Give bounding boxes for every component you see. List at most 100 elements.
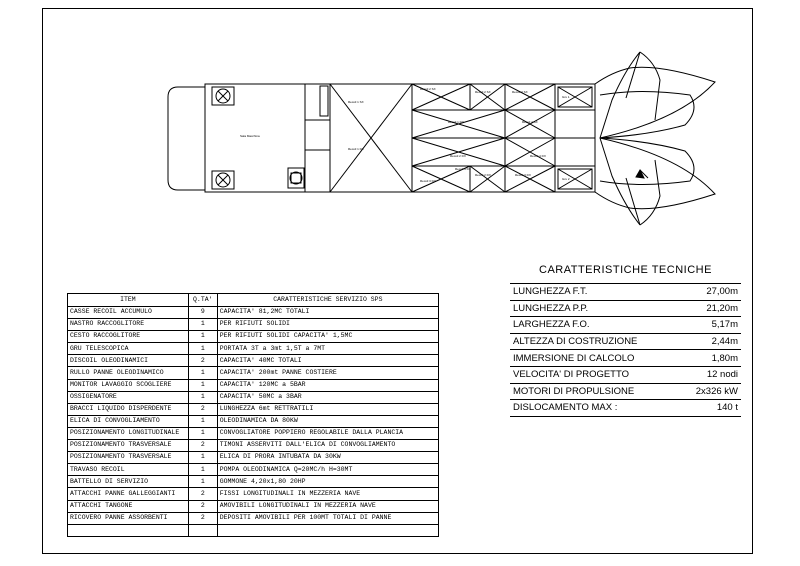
cell-item: ATTACCHI PANNE GALLEGGIANTI [67,487,189,501]
cell-quantity: 2 [187,439,218,453]
spec-value: 21,20m [662,300,741,318]
header-characteristics: CARATTERISTICHE SERVIZIO SPS [216,293,440,307]
svg-text:Recoil 4 DX: Recoil 4 DX [530,154,546,158]
cell-item: CESTO RACCOGLITORE [67,330,189,344]
cell-empty [216,523,440,537]
spec-label: VELOCITA' DI PROGETTO [510,366,662,384]
svg-text:Recoil 2 DX: Recoil 2 DX [450,154,466,158]
svg-text:Recoil 4 SX: Recoil 4 SX [522,120,538,124]
cell-item: MONITOR LAVAGGIO SCOGLIERE [67,378,189,392]
header-item: ITEM [67,293,189,307]
cell-characteristics: LUNGHEZZA 6mt RETTRATILI [216,402,440,416]
hatch-symbol [287,167,305,189]
svg-text:Gru 1: Gru 1 [562,95,570,99]
cell-quantity: 2 [187,511,218,525]
spec-label: LUNGHEZZA P.P. [510,300,662,318]
cell-characteristics: CAPACITA' 40MC TOTALI [216,354,440,368]
cell-empty [67,523,189,537]
spec-label: DISLOCAMENTO MAX : [510,399,662,417]
cell-quantity: 2 [187,402,218,416]
stair-block [304,83,331,193]
table-row-empty [67,523,440,537]
svg-text:Recoil 3 DX: Recoil 3 DX [515,173,531,177]
cell-item: NASTRO RACCOGLITORE [67,318,189,332]
cell-quantity: 1 [187,426,218,441]
spec-label: LUNGHEZZA F.T. [510,283,662,301]
cell-quantity: 2 [187,354,218,368]
spec-row: DISLOCAMENTO MAX :140 t [510,399,741,417]
cell-item: GRU TELESCOPICA [67,342,189,356]
spec-value: 140 t [662,399,741,417]
svg-text:Recoil 2 SX: Recoil 2 SX [475,90,491,94]
cell-item: BRACCI LIQUIDO DISPERDENTE [67,402,189,416]
spec-row: LUNGHEZZA P.P.21,20m [510,300,741,318]
svg-text:Gru 2: Gru 2 [562,177,570,181]
drawing-frame [42,8,753,554]
engine-room-label: Sala Macchina [240,134,260,138]
cell-item: ELICA DI CONVOGLIAMENTO [67,414,189,428]
cell-characteristics: CONVOGLIATORE POPPIERO REGOLABILE DALLA … [216,426,440,441]
cell-quantity: 1 [187,451,218,465]
svg-text:Recoil 3 DX: Recoil 3 DX [420,179,436,183]
stern-outline [167,86,205,191]
svg-text:Recoil 3 DX: Recoil 3 DX [455,167,471,171]
cell-characteristics: PORTATA 3T a 3mt 1,5T a 7MT [216,342,440,356]
svg-text:Recoil 1 SX: Recoil 1 SX [348,100,364,104]
cell-item: POSIZIONAMENTO TRASVERSALE [67,439,189,453]
cell-characteristics: CAPACITA' 50MC a 3BAR [216,390,440,404]
cell-quantity: 9 [187,305,218,320]
spec-value: 12 nodi [662,366,741,384]
bow-outline [594,66,716,210]
cell-item: OSSIGENATORE [67,390,189,404]
specs-title: CARATTERISTICHE TECNICHE [539,264,712,276]
equipment-table: ITEM Q.TA' CARATTERISTICHE SERVIZIO SPS … [67,293,440,537]
cell-quantity: 1 [187,475,218,489]
cell-characteristics: PER RIFIUTI SOLIDI [216,318,440,332]
cell-item: RICOVERO PANNE ASSORBENTI [67,511,189,525]
crossed-circle-symbol [211,170,235,190]
cell-quantity: 1 [187,330,218,344]
spec-label: LARGHEZZA F.O. [510,316,662,334]
cell-characteristics: ELICA DI PRORA INTUBATA DA 30KW [216,451,440,465]
cell-item: TRAVASO RECOIL [67,463,189,477]
svg-text:Recoil 3 SX: Recoil 3 SX [512,90,528,94]
cell-characteristics: CAPACITA' 81,2MC TOTALI [216,305,440,320]
cell-item: POSIZIONAMENTO LONGITUDINALE [67,426,189,441]
crossed-circle-symbol [211,86,235,106]
cell-quantity: 1 [187,414,218,428]
cell-quantity: 2 [187,487,218,501]
cell-item: ATTACCHI TANGONE [67,499,189,513]
spec-value: 2,44m [662,333,741,351]
cell-characteristics: POMPA OLEODINAMICA Q=20MC/h H=30MT [216,463,440,477]
svg-text:Recoil 1 DX: Recoil 1 DX [348,147,364,151]
svg-text:Recoil 2 SX: Recoil 2 SX [420,87,436,91]
cell-characteristics: OLEODINAMICA DA 80KW [216,414,440,428]
cell-characteristics: GOMMONE 4,20x1,80 20HP [216,475,440,489]
cell-characteristics: CAPACITA' 200mt PANNE COSTIERE [216,366,440,380]
spec-value: 27,00m [662,283,741,301]
cell-characteristics: AMOVIBILI LONGITUDINALI IN MEZZERIA NAVE [216,499,440,513]
cell-characteristics: TIMONI ASSERVITI DALL'ELICA DI CONVOGLIA… [216,439,440,453]
cell-characteristics: CAPACITA' 120MC a 5BAR [216,378,440,392]
cell-item: CASSE RECOIL ACCUMULO [67,305,189,320]
cell-empty [187,523,218,537]
spec-row: LUNGHEZZA F.T.27,00m [510,283,741,301]
